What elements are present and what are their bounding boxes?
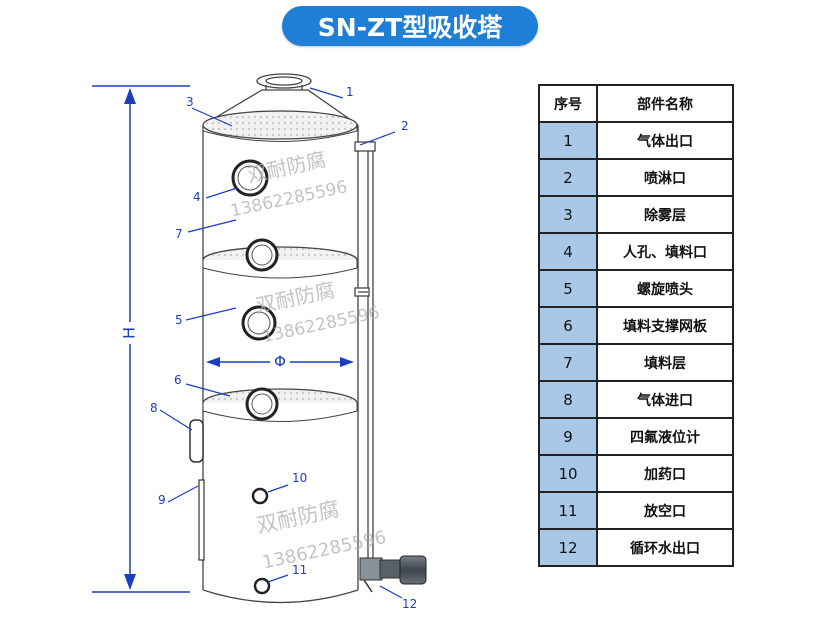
diameter-dimension: Φ [206,351,354,371]
callout-7: 7 [175,227,183,241]
packing-support-plate [202,388,358,422]
callout-4: 4 [193,190,201,204]
height-label: H [120,327,139,339]
row-part-name: 填料支撑网板 [596,306,734,345]
manhole-middle [245,238,279,272]
callout-6: 6 [174,373,182,387]
diameter-label: Φ [274,353,286,371]
row-number: 6 [538,306,598,345]
manhole-upper [231,159,269,197]
row-number: 12 [538,528,598,567]
row-part-name: 除雾层 [596,195,734,234]
page-title: SN-ZT型吸收塔 [282,6,538,46]
callout-10: 10 [292,471,307,485]
header-number: 序号 [538,84,598,123]
spray-pipe [354,141,376,560]
row-part-name: 气体出口 [596,121,734,160]
row-part-name: 气体进口 [596,380,734,419]
row-part-name: 加药口 [596,454,734,493]
watermark-company: 双耐防腐 [254,278,337,318]
callout-2: 2 [401,119,409,133]
watermark-2: 双耐防腐 13862285596 [254,278,382,347]
row-number: 2 [538,158,598,197]
callout-9: 9 [158,493,166,507]
row-part-name: 填料层 [596,343,734,382]
row-number: 10 [538,454,598,493]
row-number: 1 [538,121,598,160]
row-number: 4 [538,232,598,271]
drain-port [253,577,271,595]
height-dimension: H [92,85,190,593]
row-number: 5 [538,269,598,308]
row-part-name: 放空口 [596,491,734,530]
callout-leaders [159,87,403,599]
row-part-name: 人孔、填料口 [596,232,734,271]
gas-inlet [189,419,204,463]
callout-numbers: 1 2 3 4 7 5 6 8 9 10 11 12 [150,85,417,611]
callout-8: 8 [150,401,158,415]
circulation-pump [359,555,427,593]
callout-3: 3 [186,95,194,109]
row-number: 7 [538,343,598,382]
row-part-name: 循环水出口 [596,528,734,567]
packing-layer-upper [202,246,358,279]
row-number: 8 [538,380,598,419]
watermark-company: 双耐防腐 [254,497,341,538]
row-part-name: 四氟液位计 [596,417,734,456]
manhole-bottom [245,387,279,421]
row-number: 11 [538,491,598,530]
row-number: 3 [538,195,598,234]
demister-layer [202,110,358,142]
callout-11: 11 [292,563,307,577]
row-part-name: 螺旋喷头 [596,269,734,308]
row-number: 9 [538,417,598,456]
callout-1: 1 [346,85,354,99]
watermark-company: 双耐防腐 [245,147,328,187]
callout-5: 5 [175,313,183,327]
manhole-lower [241,305,277,341]
callout-12: 12 [402,597,417,611]
row-part-name: 喷淋口 [596,158,734,197]
level-gauge [198,479,205,561]
header-part-name: 部件名称 [596,84,734,123]
dosing-port [251,487,269,505]
table-header-row: 序号 部件名称 [538,84,734,123]
